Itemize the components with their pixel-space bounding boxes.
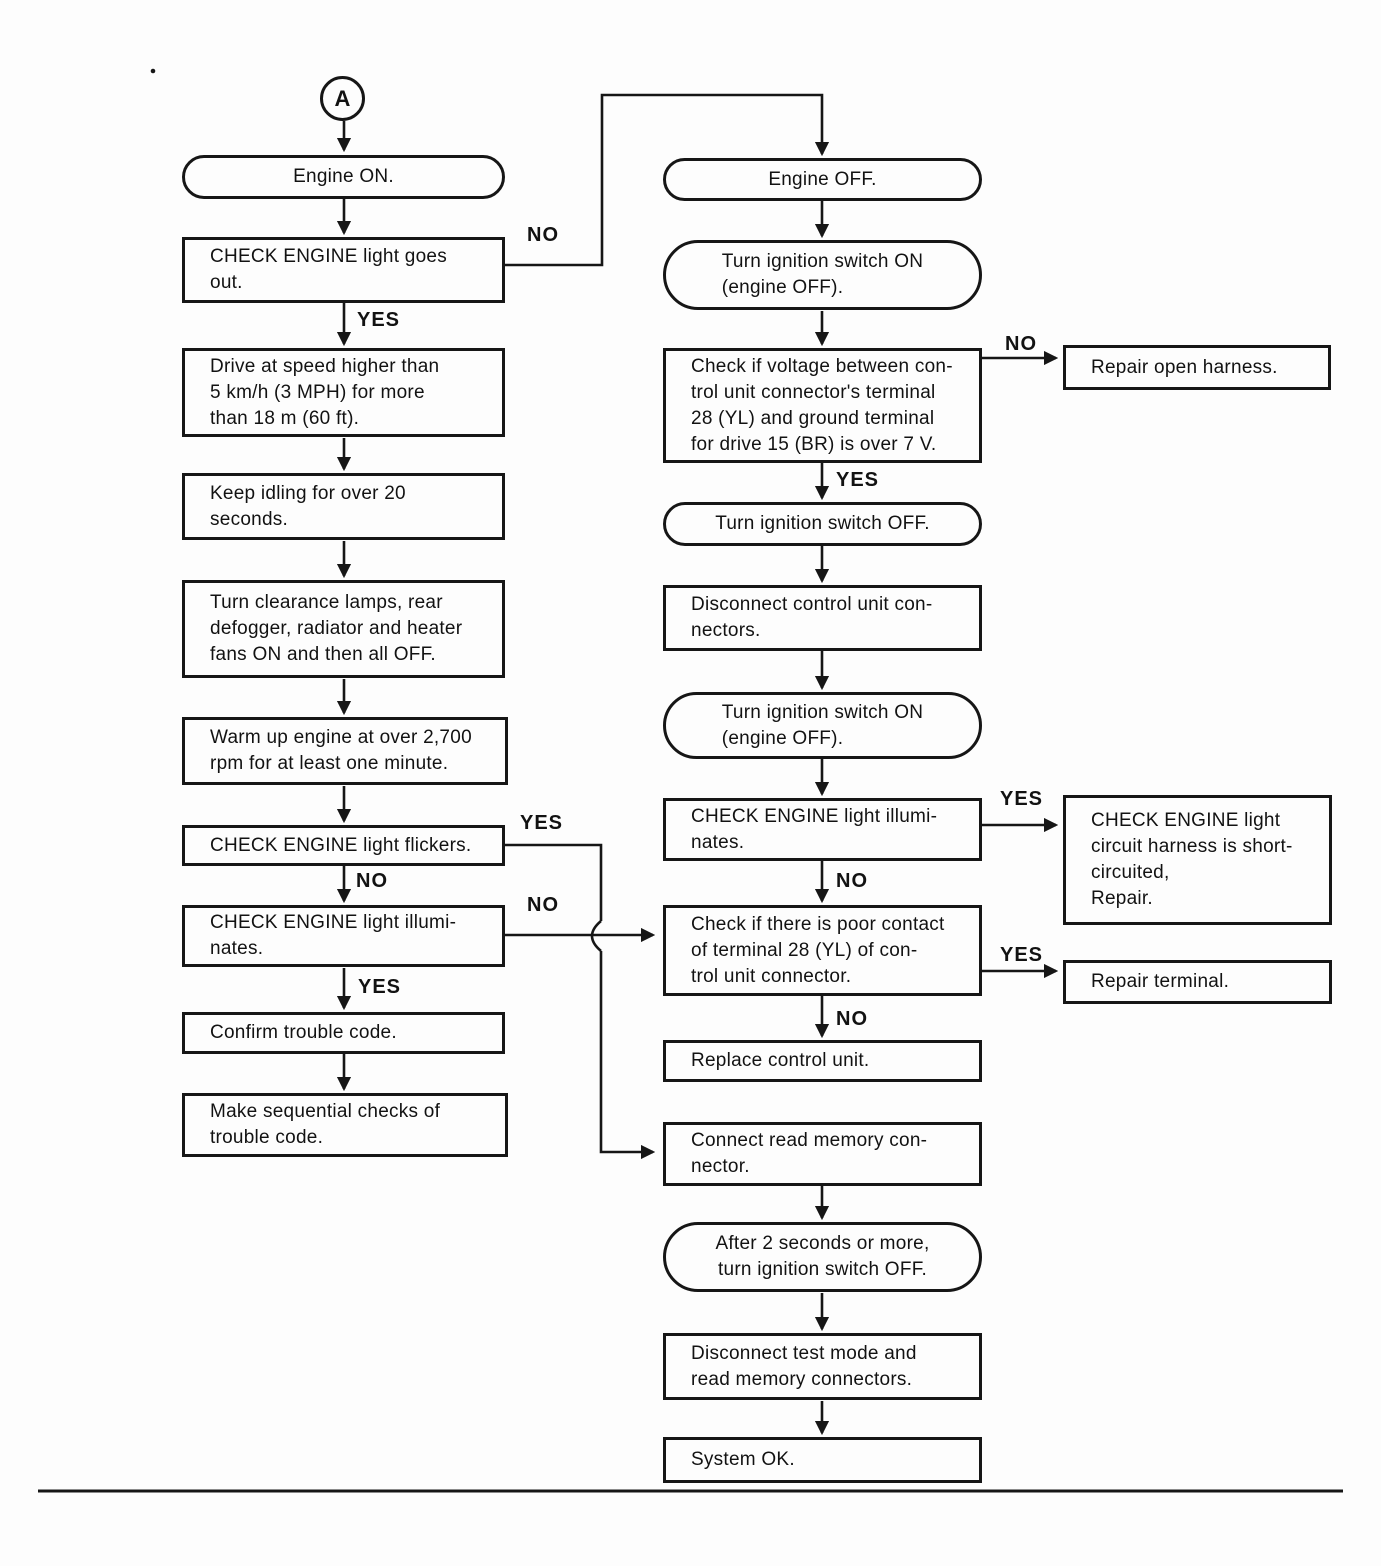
node-light-flickers: CHECK ENGINE light flickers. <box>182 825 505 866</box>
node-after-two-seconds: After 2 seconds or more, turn ignition s… <box>663 1222 982 1292</box>
page-dot <box>150 68 156 74</box>
node-disconnect-connectors: Disconnect control unit con- nectors. <box>663 585 982 651</box>
label-yes-illuminates-left: YES <box>358 976 402 998</box>
label-yes-illuminates-right: YES <box>1000 788 1044 810</box>
node-light-illuminates-left: CHECK ENGINE light illumi- nates. <box>182 905 505 967</box>
node-repair-terminal: Repair terminal. <box>1063 960 1332 1004</box>
node-ignition-on-1: Turn ignition switch ON (engine OFF). <box>663 240 982 310</box>
node-turn-accessories: Turn clearance lamps, rear defogger, rad… <box>182 580 505 678</box>
label-no-illuminates-right: NO <box>836 870 868 892</box>
edge-flickers-yes-route-top <box>505 843 603 921</box>
node-check-voltage: Check if voltage between con- trol unit … <box>663 348 982 463</box>
label-no-voltage: NO <box>1005 333 1037 355</box>
label-no-poor-contact: NO <box>836 1008 868 1030</box>
node-connect-read-memory: Connect read memory con- nector. <box>663 1122 982 1186</box>
node-light-illuminates-right: CHECK ENGINE light illumi- nates. <box>663 798 982 861</box>
node-ignition-off: Turn ignition switch OFF. <box>663 502 982 546</box>
node-repair-open-harness: Repair open harness. <box>1063 345 1331 390</box>
node-engine-off: Engine OFF. <box>663 158 982 201</box>
node-system-ok: System OK. <box>663 1437 982 1483</box>
node-drive-speed: Drive at speed higher than 5 km/h (3 MPH… <box>182 348 505 437</box>
label-no-goes-out: NO <box>527 224 559 246</box>
connector-a-circle: A <box>320 76 365 121</box>
node-ignition-on-2: Turn ignition switch ON (engine OFF). <box>663 692 982 759</box>
node-poor-contact: Check if there is poor contact of termin… <box>663 905 982 996</box>
label-yes-voltage: YES <box>836 469 880 491</box>
label-no-flickers: NO <box>356 870 388 892</box>
node-short-circuit-repair: CHECK ENGINE light circuit harness is sh… <box>1063 795 1332 925</box>
node-disconnect-test-mode: Disconnect test mode and read memory con… <box>663 1333 982 1400</box>
label-no-illuminates-left: NO <box>527 894 559 916</box>
node-check-engine-goes-out: CHECK ENGINE light goes out. <box>182 237 505 303</box>
node-keep-idling: Keep idling for over 20 seconds. <box>182 473 505 540</box>
node-sequential-checks: Make sequential checks of trouble code. <box>182 1093 508 1157</box>
node-engine-on: Engine ON. <box>182 155 505 199</box>
node-confirm-trouble-code: Confirm trouble code. <box>182 1012 505 1054</box>
edge-flickers-yes-route-bottom <box>599 951 656 1160</box>
label-yes-flickers: YES <box>520 812 564 834</box>
node-replace-control-unit: Replace control unit. <box>663 1040 982 1082</box>
node-warm-up-engine: Warm up engine at over 2,700 rpm for at … <box>182 717 508 785</box>
label-yes-goes-out: YES <box>357 309 401 331</box>
label-yes-poor-contact: YES <box>1000 944 1044 966</box>
edge-goes-out-no-route <box>505 93 830 267</box>
